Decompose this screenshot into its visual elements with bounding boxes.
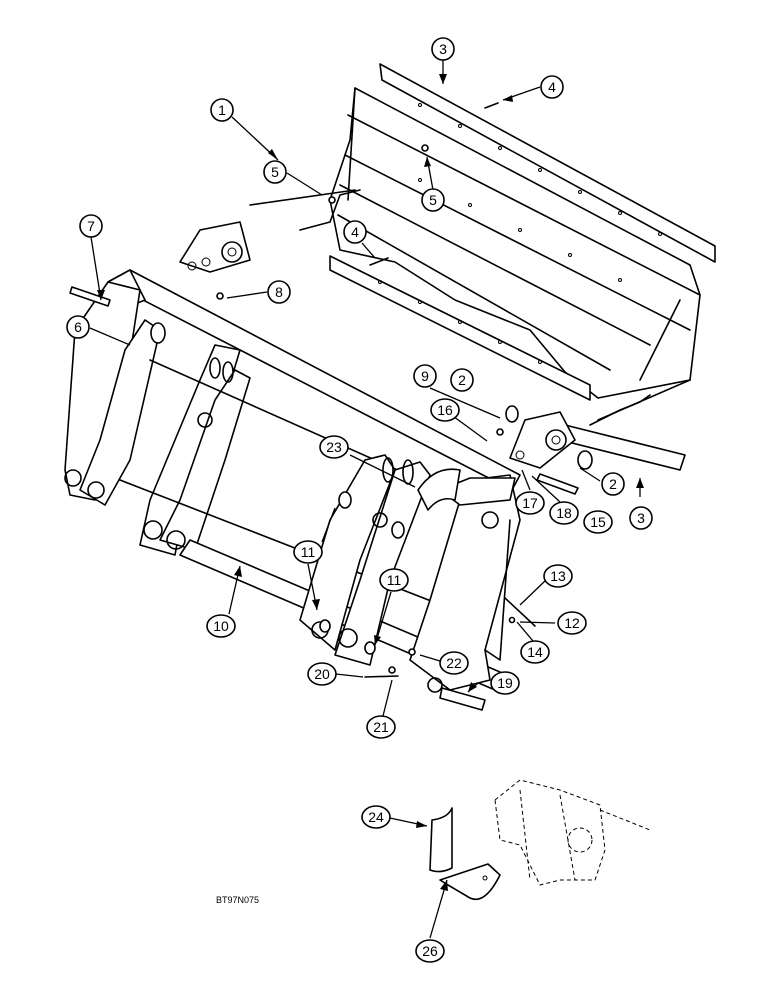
callout-26: 26 xyxy=(415,939,445,963)
wear-plate xyxy=(439,863,501,900)
callout-15: 15 xyxy=(583,510,613,534)
wear-pad xyxy=(417,468,461,511)
svg-text:22: 22 xyxy=(446,655,462,671)
svg-text:11: 11 xyxy=(301,544,316,560)
callout-24: 24 xyxy=(361,805,391,829)
fasteners xyxy=(216,102,516,674)
svg-text:2: 2 xyxy=(609,476,617,492)
callout-3-top: 3 xyxy=(431,37,455,61)
svg-text:6: 6 xyxy=(74,319,82,335)
bucket xyxy=(179,63,716,471)
svg-text:11: 11 xyxy=(387,572,402,588)
callout-1: 1 xyxy=(210,98,234,122)
callout-2-bottom: 2 xyxy=(601,472,625,496)
svg-text:16: 16 xyxy=(437,402,453,418)
svg-text:10: 10 xyxy=(213,618,229,634)
svg-text:5: 5 xyxy=(429,192,437,208)
callout-11-right: 11 xyxy=(379,568,409,592)
svg-text:21: 21 xyxy=(373,719,389,735)
callout-12: 12 xyxy=(557,611,587,635)
svg-text:17: 17 xyxy=(522,495,538,511)
svg-text:1: 1 xyxy=(218,102,226,118)
callout-19: 19 xyxy=(490,671,520,695)
callout-6: 6 xyxy=(66,315,90,339)
callout-11-left: 11 xyxy=(293,540,323,564)
callout-18: 18 xyxy=(549,501,579,525)
callout-5-left: 5 xyxy=(263,160,287,184)
bolt-holes xyxy=(378,103,662,364)
svg-text:19: 19 xyxy=(497,675,513,691)
callout-10: 10 xyxy=(206,614,236,638)
callout-8: 8 xyxy=(267,280,291,304)
bucket-pivot-bracket-left xyxy=(179,221,251,273)
callout-16: 16 xyxy=(430,398,460,422)
callout-4-top: 4 xyxy=(540,75,564,99)
bushings xyxy=(150,322,593,655)
leader-lines xyxy=(89,60,644,939)
svg-text:20: 20 xyxy=(314,666,330,682)
svg-text:12: 12 xyxy=(564,615,580,631)
svg-text:5: 5 xyxy=(271,164,279,180)
svg-text:8: 8 xyxy=(275,284,283,300)
figure-code: BT97N075 xyxy=(216,895,259,905)
callout-14: 14 xyxy=(520,640,550,664)
detail-view xyxy=(429,779,651,900)
svg-text:3: 3 xyxy=(439,41,447,57)
callout-20: 20 xyxy=(307,662,337,686)
callout-17: 17 xyxy=(515,491,545,515)
loader-frame xyxy=(64,102,593,711)
svg-text:18: 18 xyxy=(556,505,572,521)
callout-2-top: 2 xyxy=(450,368,474,392)
svg-text:4: 4 xyxy=(351,224,359,240)
svg-text:15: 15 xyxy=(590,514,606,530)
pins xyxy=(69,286,579,711)
svg-text:3: 3 xyxy=(637,510,645,526)
callout-7: 7 xyxy=(79,214,103,238)
callout-3-bottom: 3 xyxy=(629,506,653,530)
callout-9: 9 xyxy=(413,364,437,388)
callout-21: 21 xyxy=(366,715,396,739)
callout-5-right: 5 xyxy=(421,188,445,212)
svg-text:13: 13 xyxy=(550,568,566,584)
svg-text:2: 2 xyxy=(458,372,466,388)
svg-text:23: 23 xyxy=(326,439,342,455)
svg-text:26: 26 xyxy=(422,943,438,959)
svg-text:14: 14 xyxy=(527,644,543,660)
svg-text:9: 9 xyxy=(421,368,429,384)
callout-22: 22 xyxy=(439,651,469,675)
svg-text:7: 7 xyxy=(87,218,95,234)
bucket-pivot-bracket-right xyxy=(509,411,576,469)
wear-strip xyxy=(429,807,453,873)
callout-13: 13 xyxy=(543,564,573,588)
callout-4-middle: 4 xyxy=(343,220,367,244)
svg-text:4: 4 xyxy=(548,79,556,95)
svg-text:24: 24 xyxy=(368,809,384,825)
callout-23: 23 xyxy=(319,435,349,459)
